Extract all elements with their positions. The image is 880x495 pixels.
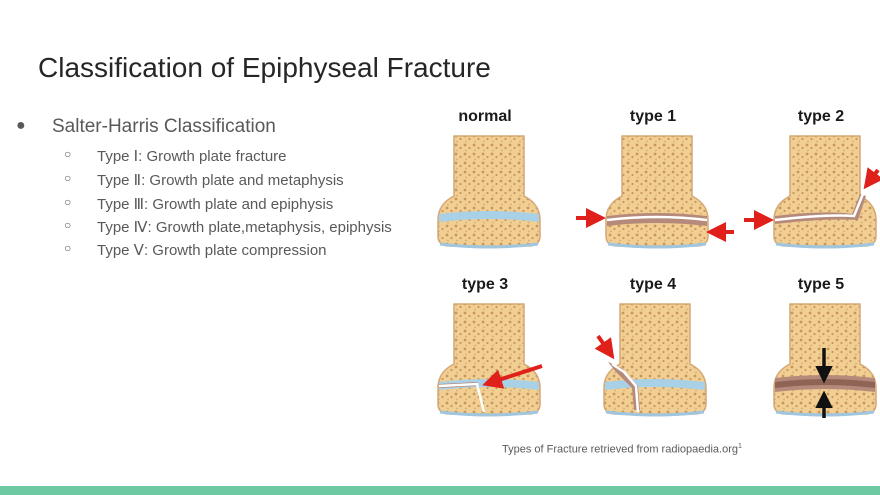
bone-type-3-illustration	[437, 303, 543, 417]
panel-label-type-1: type 1	[629, 108, 677, 125]
arrow-icon	[863, 167, 880, 190]
footer-accent-bar	[0, 486, 880, 495]
panel-label-type-3: type 3	[461, 276, 509, 293]
figure-caption-footnote: 1	[738, 443, 742, 450]
bone-type-2-illustration	[744, 135, 880, 249]
slide-title: Classification of Epiphyseal Fracture	[38, 52, 491, 83]
sub-bullet-text: Type Ⅰ: Growth plate fracture	[97, 148, 287, 165]
panel-label-type-2: type 2	[797, 108, 845, 125]
arrow-icon	[594, 334, 615, 360]
bullet-text: Salter-Harris Classification	[52, 116, 276, 137]
bone-normal-illustration	[437, 135, 541, 249]
panel-label-normal: normal	[458, 108, 512, 125]
figure-caption: Types of Fracture retrieved from radiopa…	[502, 443, 742, 456]
sub-bullet-text: Type Ⅱ: Growth plate and metaphysis	[97, 172, 344, 189]
figure-caption-text: Types of Fracture retrieved from radiopa…	[502, 443, 739, 456]
sub-bullet-marker: ○	[64, 195, 72, 209]
sub-bullet-text: Type Ⅳ: Growth plate,metaphysis, epiphys…	[97, 219, 392, 236]
sub-bullet-text: Type Ⅴ: Growth plate compression	[97, 242, 327, 259]
sub-bullet-marker: ○	[64, 241, 72, 255]
sub-bullet-marker: ○	[64, 147, 72, 161]
bone-type-4-illustration	[594, 303, 707, 417]
panel-label-type-4: type 4	[629, 276, 677, 293]
bone-type-1-illustration	[576, 135, 734, 249]
sub-bullet-marker: ○	[64, 218, 72, 232]
bullet-marker: ●	[16, 117, 26, 134]
sub-bullet-text: Type Ⅲ: Growth plate and epiphysis	[97, 196, 334, 213]
arrow-icon	[482, 364, 543, 389]
sub-bullet-marker: ○	[64, 171, 72, 185]
panel-label-type-5: type 5	[797, 276, 845, 293]
bone-type-5-illustration	[773, 303, 877, 418]
